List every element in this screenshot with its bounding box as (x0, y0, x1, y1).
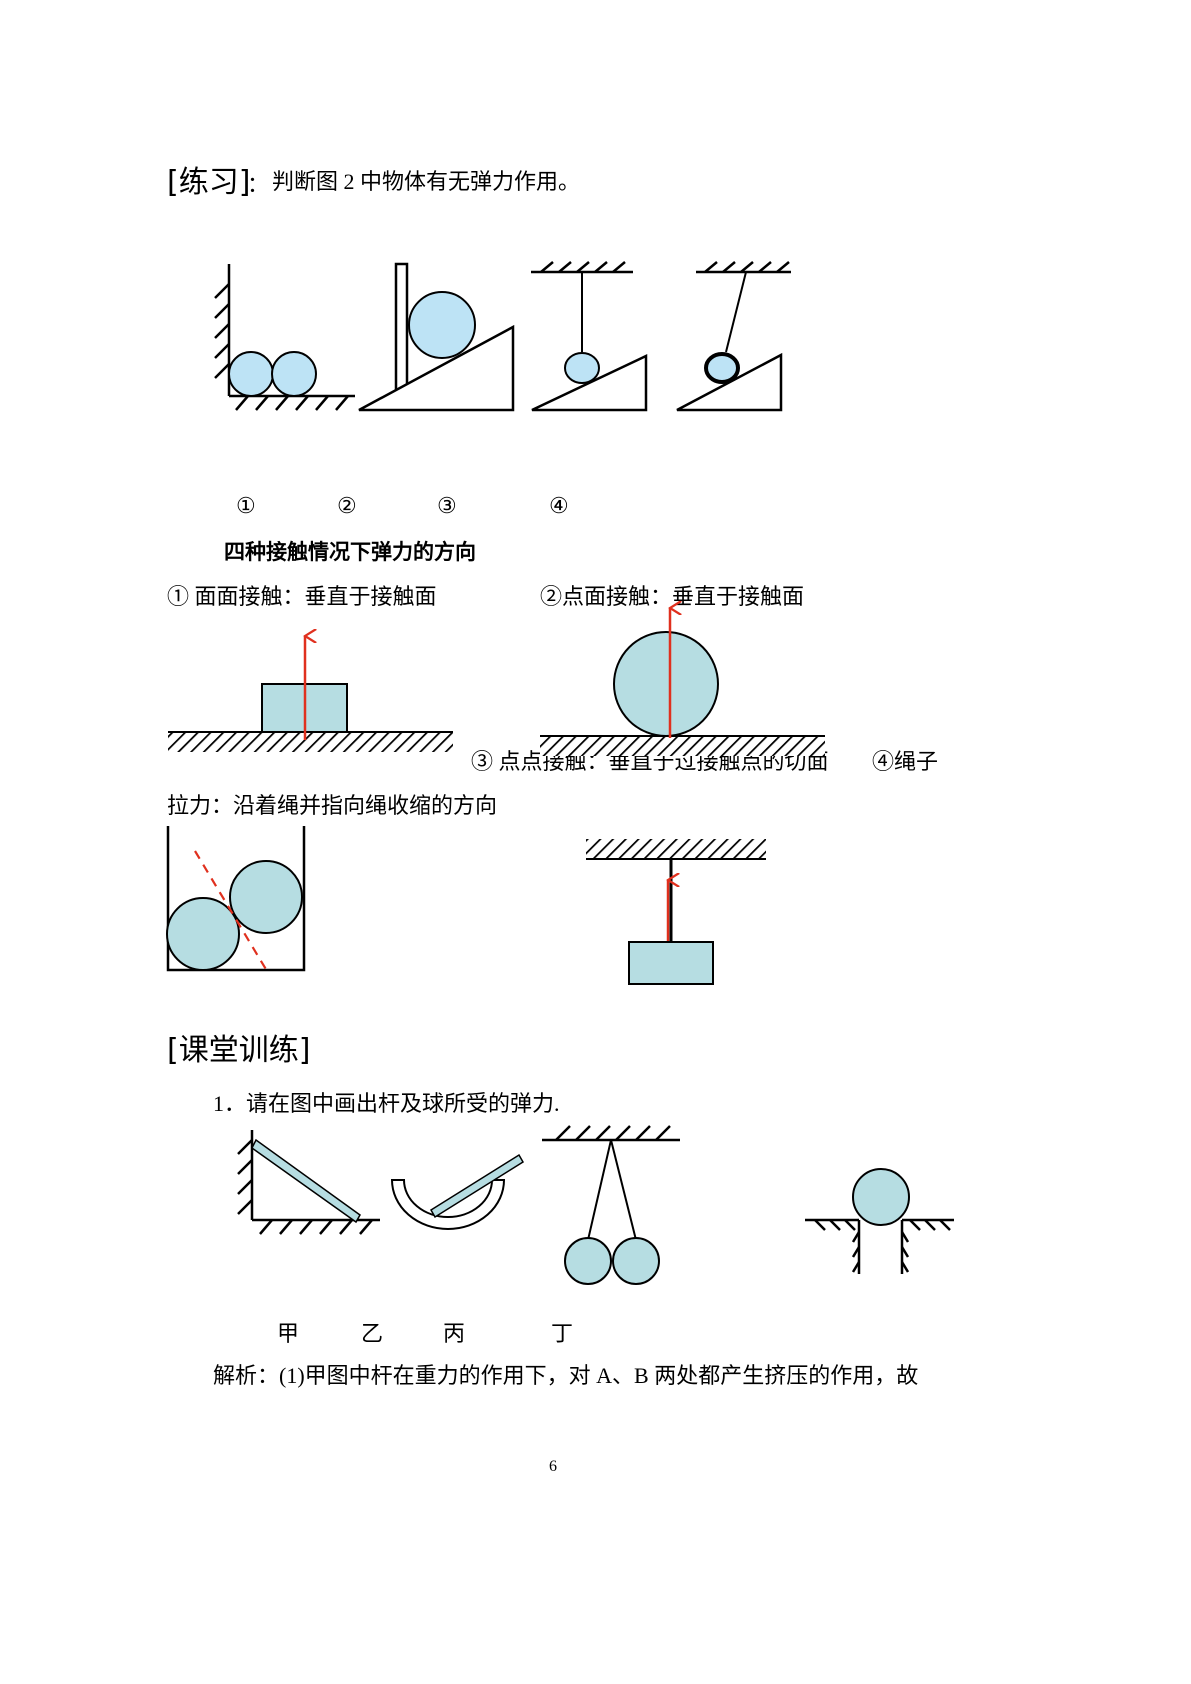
figure-4-ball (704, 352, 740, 384)
case-3-tangent-line (194, 850, 268, 972)
question-1: 1．请在图中画出杆及球所受的弹力. (213, 1091, 560, 1116)
case-4-hanging-block (586, 839, 766, 985)
figure-1-ball-left (228, 351, 274, 397)
training-figure-yi (390, 1153, 525, 1230)
analysis-text: 解析：(1)甲图中杆在重力的作用下，对 A、B 两处都产生挤压的作用，故 (213, 1363, 919, 1388)
training-figure-ding (805, 1168, 954, 1274)
training-ding-ball (852, 1168, 910, 1226)
training-figure-bing (542, 1125, 680, 1285)
training-bing-ball-right (612, 1237, 660, 1285)
case-1-block-on-surface (168, 636, 453, 752)
case-2-sphere (613, 631, 719, 737)
training-yi-rod (429, 1153, 525, 1219)
four-cases-title: 四种接触情况下弹力的方向 (224, 540, 476, 564)
training-figure-jia (237, 1130, 380, 1235)
case-4-block (628, 941, 714, 985)
training-label-yi: 乙 (361, 1321, 384, 1346)
figure-label-2: ② (337, 493, 357, 518)
figure-3-hanging-ball (531, 261, 648, 412)
case2-text: ②点面接触：垂直于接触面 (540, 584, 805, 609)
case1-text: ① 面面接触：垂直于接触面 (167, 584, 437, 609)
training-label-jia: 甲 (277, 1321, 300, 1346)
figure-4-slanted-hanging-ball (676, 261, 791, 412)
figure-1-two-balls (214, 264, 355, 411)
case4-text-b: 拉力：沿着绳并指向绳收缩的方向 (167, 793, 498, 818)
page-number: 6 (549, 1458, 557, 1475)
figure-label-3: ③ (437, 493, 457, 518)
case-3-balls-in-container (166, 826, 306, 972)
figure-1-ball-right (271, 351, 317, 397)
case-1-block (261, 683, 348, 733)
figure-label-1: ① (236, 493, 256, 518)
practice-instruction: 判断图 2 中物体有无弹力作用。 (272, 169, 581, 194)
case-3-ball-lower (166, 897, 240, 971)
case-3-ball-upper (229, 860, 303, 934)
case-2-sphere-on-surface (540, 608, 825, 756)
case4-text-a: ④绳子 (872, 749, 939, 774)
training-label-bing: 丙 (443, 1321, 466, 1346)
figure-2-ball-on-incline (358, 262, 515, 412)
figure-3-ball (564, 352, 600, 384)
training-bing-ball-left (564, 1237, 612, 1285)
practice-heading: [练习] (167, 165, 251, 200)
figure-2-ball (408, 291, 476, 359)
practice-colon: ： (247, 172, 270, 197)
case3-text: ③ 点点接触：垂直于过接触点的切面 (471, 749, 829, 774)
figure-label-4: ④ (549, 493, 569, 518)
training-label-ding: 丁 (551, 1321, 574, 1346)
training-jia-rod (251, 1138, 361, 1224)
training-heading: [课堂训练] (167, 1033, 311, 1068)
